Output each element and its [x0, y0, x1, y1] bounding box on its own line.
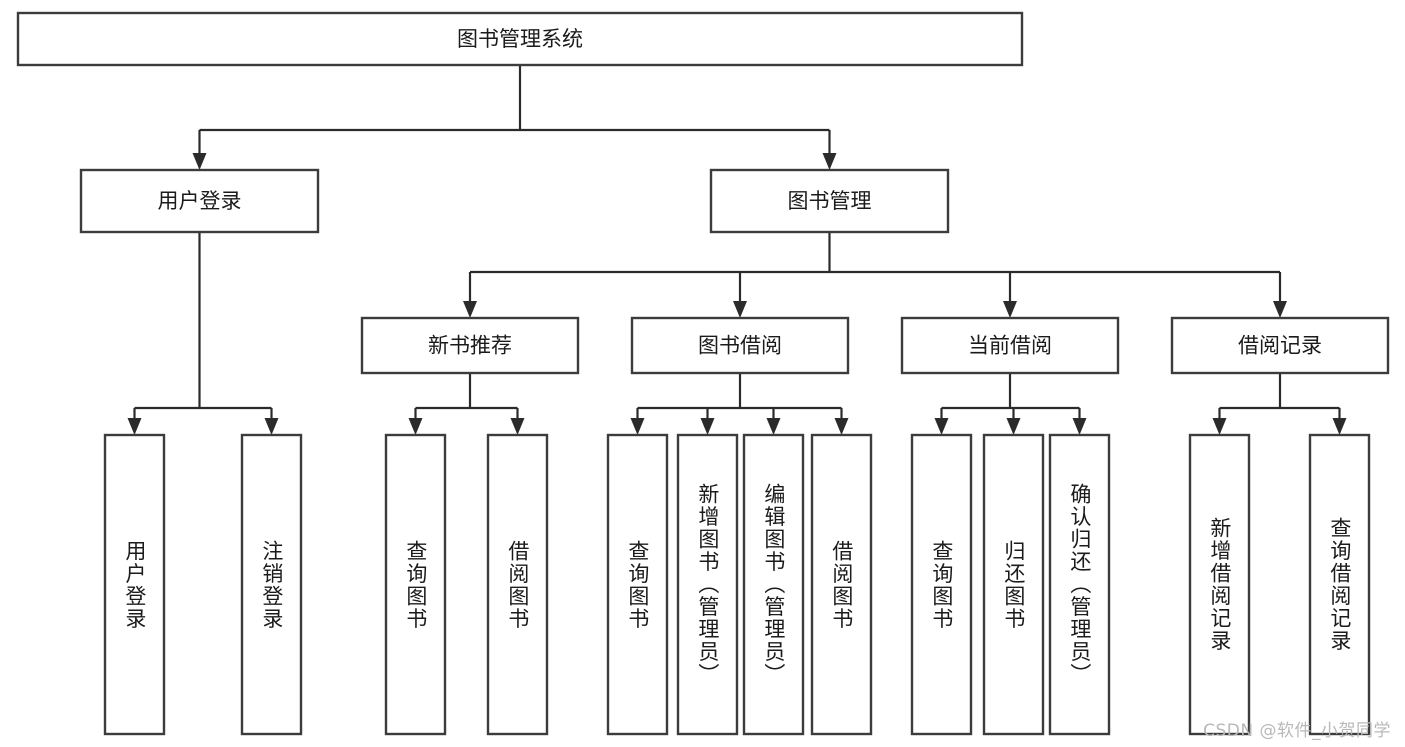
arrow-head [700, 418, 715, 435]
node-label-new-book-recommend: 新书推荐 [428, 334, 512, 358]
arrow-head [630, 418, 645, 435]
arrow-head [934, 418, 949, 435]
arrow-head [463, 301, 477, 318]
arrow-head [1212, 418, 1227, 435]
node-label-user-login: 用户登录 [158, 189, 242, 213]
node-box-root[interactable] [16, 11, 1024, 67]
arrow-head [1273, 301, 1287, 318]
connector-layer [127, 65, 1347, 435]
node-box-borrow-record[interactable] [1170, 316, 1390, 375]
node-box-user-login[interactable] [79, 168, 320, 234]
node-box-leaf-edit-book-admin[interactable] [742, 433, 805, 736]
node-label-book-management: 图书管理 [788, 189, 872, 213]
node-box-leaf-confirm-return-admin[interactable] [1048, 433, 1111, 736]
arrow-head [510, 418, 525, 435]
node-box-leaf-add-book-admin[interactable] [676, 433, 739, 736]
arrow-head [1332, 418, 1347, 435]
node-box-book-management[interactable] [709, 168, 950, 234]
node-box-leaf-borrow-book-1[interactable] [486, 433, 549, 736]
node-box-leaf-query-book-1[interactable] [384, 433, 447, 736]
node-box-leaf-return-book[interactable] [982, 433, 1045, 736]
node-box-leaf-add-borrow-record[interactable] [1188, 433, 1251, 736]
node-box-leaf-query-book-3[interactable] [910, 433, 973, 736]
node-box-book-borrow[interactable] [630, 316, 850, 375]
arrow-head [1072, 418, 1087, 435]
node-box-new-book-recommend[interactable] [360, 316, 580, 375]
node-box-leaf-query-book-2[interactable] [606, 433, 669, 736]
arrow-head [733, 301, 747, 318]
node-label-root: 图书管理系统 [457, 27, 583, 51]
node-label-book-borrow: 图书借阅 [698, 334, 782, 358]
arrow-head [1003, 301, 1017, 318]
node-box-leaf-borrow-book-2[interactable] [810, 433, 873, 736]
arrow-head [1006, 418, 1021, 435]
node-box-current-borrow[interactable] [900, 316, 1120, 375]
node-box-leaf-logout-login[interactable] [240, 433, 303, 736]
arrow-head [766, 418, 781, 435]
arrow-head [408, 418, 423, 435]
node-box-leaf-user-login[interactable] [103, 433, 166, 736]
csdn-watermark: CSDN @软件_小贺同学 [1203, 721, 1391, 741]
arrow-head [264, 418, 279, 435]
arrow-head [192, 153, 207, 170]
arrow-head [834, 418, 849, 435]
node-box-leaf-query-borrow-record[interactable] [1308, 433, 1371, 736]
arrow-head [127, 418, 142, 435]
node-label-borrow-record: 借阅记录 [1238, 334, 1322, 358]
node-label-current-borrow: 当前借阅 [968, 334, 1052, 358]
arrow-head [822, 153, 837, 170]
box-layer [16, 11, 1390, 736]
